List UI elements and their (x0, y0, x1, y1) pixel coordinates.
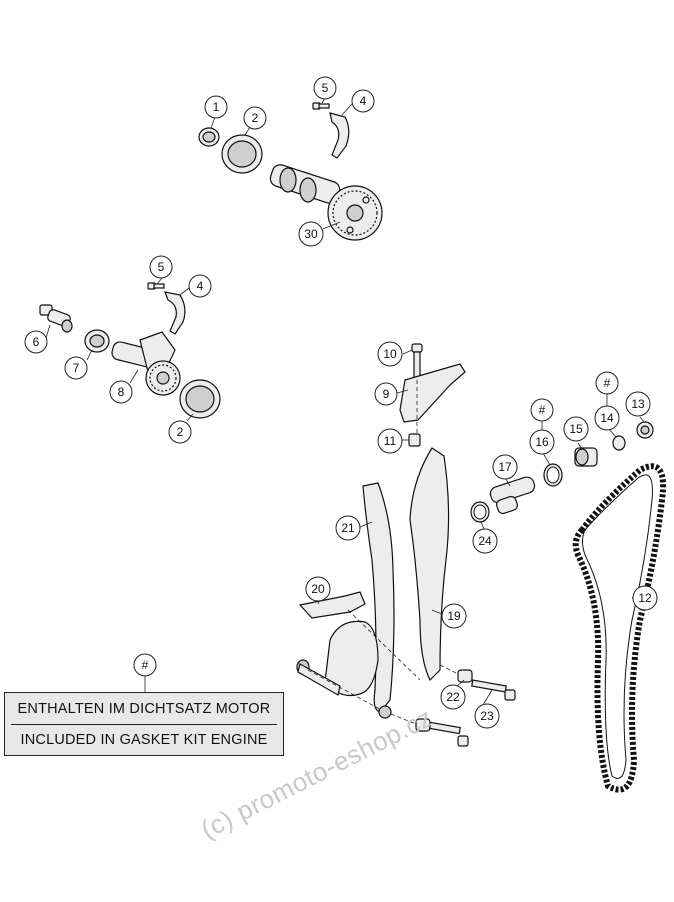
legend-text-german: ENTHALTEN IM DICHTSATZ MOTOR (17, 701, 271, 717)
svg-text:7: 7 (73, 361, 80, 375)
callout-21: 21 (335, 515, 361, 541)
callout-24: 24 (472, 528, 498, 554)
part-12-timing-chain (572, 463, 666, 793)
svg-text:2: 2 (252, 111, 259, 125)
svg-text:4: 4 (197, 279, 204, 293)
callout-9: 9 (374, 382, 398, 406)
svg-text:8: 8 (118, 385, 125, 399)
callout-10: 10 (377, 341, 403, 367)
svg-text:23: 23 (480, 709, 494, 723)
part-11-nut (408, 433, 421, 447)
callout-19: 19 (441, 603, 467, 629)
callout-17: 17 (492, 454, 518, 480)
part-13-plug (636, 421, 654, 439)
part-14-seal-ring-small (612, 435, 626, 451)
callout-1: 1 (204, 95, 228, 119)
legend-divider (11, 724, 277, 725)
callout-14: 14 (594, 405, 620, 431)
callout-11: 11 (377, 428, 403, 454)
svg-text:24: 24 (478, 534, 492, 548)
svg-text:15: 15 (569, 422, 583, 436)
svg-text:13: 13 (631, 397, 645, 411)
svg-text:#: # (142, 658, 149, 672)
callout-12: 12 (632, 585, 658, 611)
callout-5-upper: 5 (313, 76, 337, 100)
callout-2-lower: 2 (168, 420, 192, 444)
svg-text:#: # (539, 403, 546, 417)
callout-16: 16 (529, 429, 555, 455)
callout-6: 6 (24, 330, 48, 354)
part-7-bearing (84, 329, 110, 353)
part-19-guide-rail (409, 447, 450, 682)
legend-hash-callout: # (133, 653, 157, 677)
part-5-bolt-lower (147, 282, 165, 290)
part-22-spacer (415, 669, 473, 732)
callout-16-hash: # (530, 398, 554, 422)
part-2-bearing-upper (221, 134, 263, 174)
part-9-guide-rail (399, 363, 466, 423)
part-23-bolt (429, 679, 516, 747)
svg-text:21: 21 (341, 521, 355, 535)
part-20-guide-bracket (296, 591, 379, 697)
svg-text:17: 17 (498, 460, 512, 474)
svg-text:5: 5 (158, 260, 165, 274)
svg-text:20: 20 (311, 582, 325, 596)
svg-text:22: 22 (446, 690, 460, 704)
svg-text:16: 16 (535, 435, 549, 449)
callout-23: 23 (474, 703, 500, 729)
svg-text:1: 1 (213, 100, 220, 114)
callout-8: 8 (109, 380, 133, 404)
part-24-o-ring (470, 501, 490, 523)
callout-5-lower: 5 (149, 255, 173, 279)
part-4-bracket-upper (329, 112, 350, 159)
part-6-sensor (39, 304, 73, 333)
svg-text:30: 30 (304, 227, 318, 241)
svg-text:6: 6 (33, 335, 40, 349)
svg-text:10: 10 (383, 347, 397, 361)
part-8-balance-shaft (111, 331, 181, 396)
svg-text:5: 5 (322, 81, 329, 95)
callout-4-lower: 4 (188, 274, 212, 298)
legend-text-english: INCLUDED IN GASKET KIT ENGINE (20, 732, 268, 748)
callout-2-upper: 2 (243, 106, 267, 130)
part-10-bolt (411, 343, 423, 381)
svg-text:2: 2 (177, 425, 184, 439)
callout-4-upper: 4 (351, 89, 375, 113)
part-15-tensioner-screw (574, 447, 598, 467)
balance-shaft-group (39, 276, 221, 422)
part-1-bearing (198, 127, 220, 147)
tensioner-group (396, 343, 654, 530)
callout-15: 15 (563, 416, 589, 442)
legend-box: ENTHALTEN IM DICHTSATZ MOTOR INCLUDED IN… (4, 692, 284, 756)
svg-text:14: 14 (600, 411, 614, 425)
callout-14-hash: # (595, 371, 619, 395)
svg-text:12: 12 (638, 591, 652, 605)
callout-20: 20 (305, 576, 331, 602)
part-16-seal-ring (543, 463, 563, 487)
part-2-bearing-lower (179, 379, 221, 419)
callout-22: 22 (440, 684, 466, 710)
svg-text:9: 9 (383, 387, 390, 401)
part-5-bolt-upper (312, 102, 330, 110)
svg-text:19: 19 (447, 609, 461, 623)
part-21-tensioning-rail (362, 482, 395, 713)
svg-text:#: # (604, 376, 611, 390)
part-30-camshaft (269, 164, 383, 241)
part-4-bracket-lower (164, 291, 186, 335)
callout-7: 7 (64, 356, 88, 380)
svg-text:11: 11 (384, 434, 397, 448)
callout-30: 30 (298, 221, 324, 247)
svg-text:4: 4 (360, 94, 367, 108)
part-17-tensioner-plunger (489, 476, 536, 515)
upper-camshaft-group (198, 97, 383, 241)
callout-13: 13 (625, 391, 651, 417)
